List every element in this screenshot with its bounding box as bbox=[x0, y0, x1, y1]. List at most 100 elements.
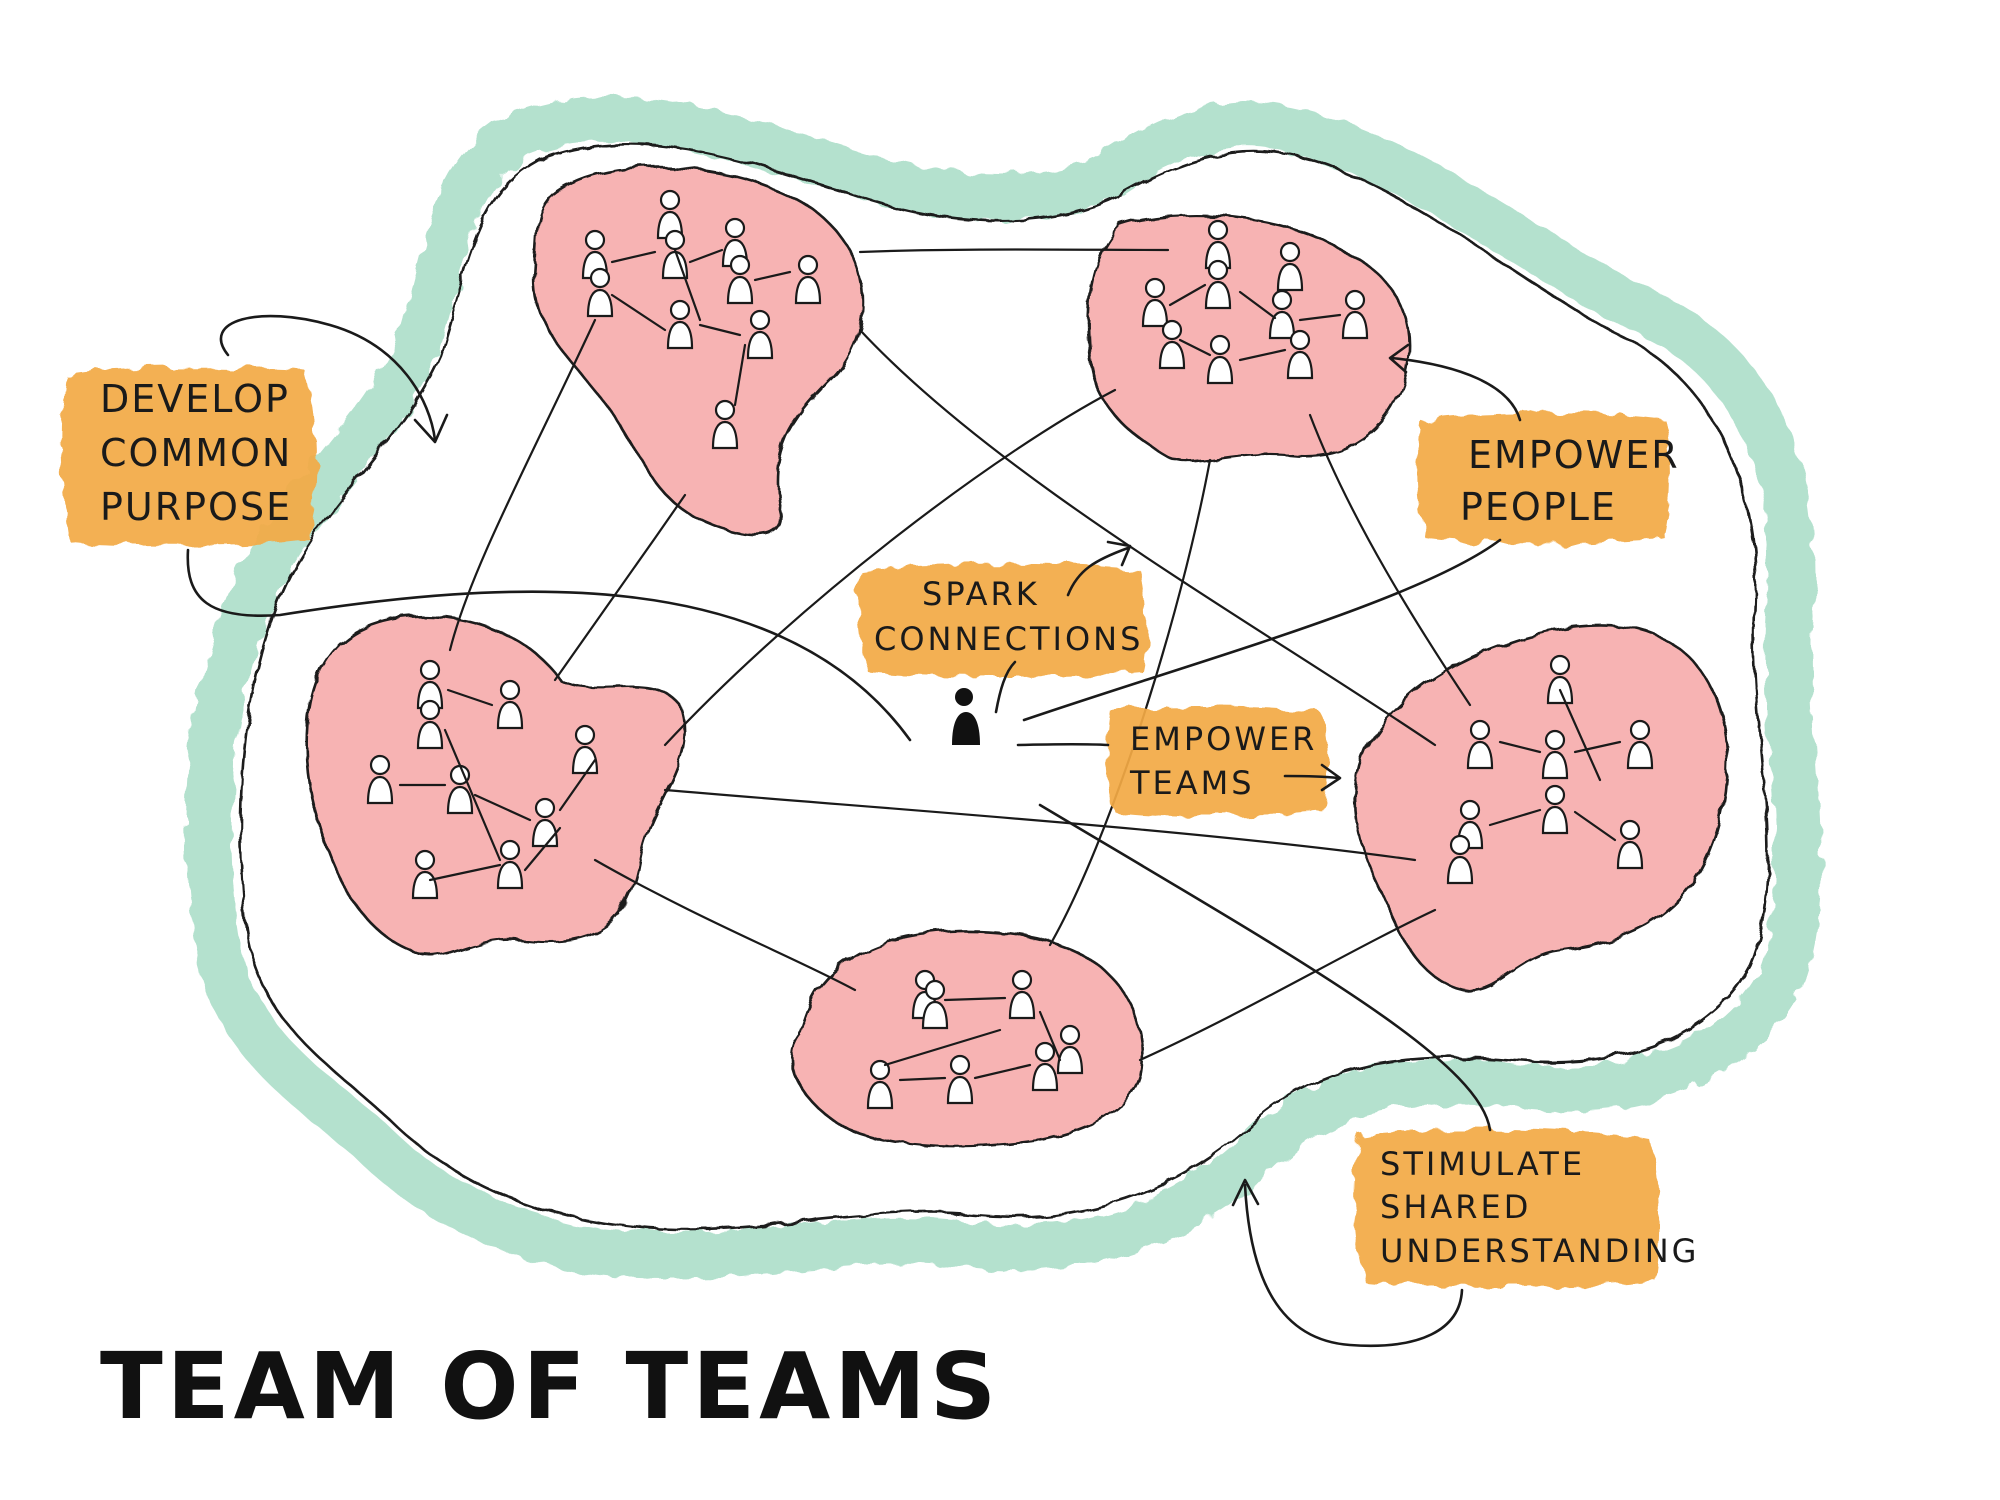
develop-leader-line bbox=[186, 548, 912, 742]
person-link bbox=[1488, 808, 1542, 827]
sticky-note bbox=[60, 366, 317, 547]
connection-line bbox=[663, 388, 1117, 747]
leader-body bbox=[952, 712, 980, 745]
person-link bbox=[673, 248, 702, 322]
person-link bbox=[883, 1028, 1002, 1067]
sticky-develop: DEVELOP COMMON PURPOSE bbox=[60, 366, 317, 547]
person-icon bbox=[531, 797, 559, 848]
person-link bbox=[443, 728, 502, 862]
person-link bbox=[973, 1063, 1032, 1080]
sticky-note bbox=[1416, 413, 1672, 544]
spark-line-1: SPARK bbox=[922, 575, 1040, 613]
person-icon bbox=[416, 659, 444, 710]
person-link bbox=[1238, 290, 1277, 320]
team-blob bbox=[533, 165, 864, 537]
person-icon bbox=[726, 254, 754, 305]
spark-arrowhead bbox=[1106, 540, 1132, 567]
person-icon bbox=[711, 399, 739, 450]
stimulate-arrow bbox=[1243, 1183, 1464, 1348]
person-link bbox=[446, 688, 494, 707]
person-icon bbox=[586, 267, 614, 318]
develop-arrowhead bbox=[413, 413, 449, 444]
connection-line bbox=[1308, 413, 1472, 707]
empower-people-arrow bbox=[1390, 356, 1522, 422]
stimulate-line-2: SHARED bbox=[1380, 1188, 1531, 1226]
person-link bbox=[523, 826, 562, 872]
person-icon bbox=[496, 839, 524, 890]
person-icon bbox=[1031, 1041, 1059, 1092]
annotation-arrows bbox=[186, 314, 1522, 1348]
empower-teams-arrow bbox=[1283, 774, 1340, 780]
leader-figure bbox=[952, 688, 980, 745]
team-top-right bbox=[1086, 213, 1411, 464]
person-link bbox=[1573, 810, 1617, 842]
empower-people-line-2: PEOPLE bbox=[1460, 485, 1617, 529]
person-link bbox=[1558, 688, 1602, 782]
person-icon bbox=[1341, 289, 1369, 340]
person-icon bbox=[1158, 319, 1186, 370]
team-right bbox=[1354, 624, 1729, 992]
sticky-stimulate: STIMULATE SHARED UNDERSTANDING bbox=[1353, 1129, 1696, 1287]
spark-leader-line bbox=[994, 660, 1017, 714]
develop-line-3: PURPOSE bbox=[100, 485, 292, 529]
person-link bbox=[753, 270, 792, 282]
person-icon bbox=[1616, 819, 1644, 870]
person-link bbox=[698, 323, 742, 337]
develop-arrow bbox=[219, 314, 437, 442]
person-icon bbox=[446, 764, 474, 815]
person-link bbox=[1573, 740, 1622, 754]
person-icon bbox=[866, 1059, 894, 1110]
person-icon bbox=[366, 754, 394, 805]
person-icon bbox=[1204, 219, 1232, 270]
develop-line-2: COMMON bbox=[100, 431, 292, 475]
person-link bbox=[558, 758, 597, 812]
person-link bbox=[1298, 313, 1342, 322]
connection-line bbox=[858, 248, 1170, 254]
team-left bbox=[305, 614, 686, 958]
person-icon bbox=[1276, 241, 1304, 292]
person-link bbox=[1178, 338, 1212, 357]
spark-line-2: CONNECTIONS bbox=[874, 620, 1143, 658]
person-icon bbox=[1541, 729, 1569, 780]
empower-people-line-1: EMPOWER bbox=[1468, 433, 1680, 477]
person-icon bbox=[496, 679, 524, 730]
person-link bbox=[473, 793, 532, 822]
person-link bbox=[1038, 1010, 1062, 1062]
person-link bbox=[898, 1076, 947, 1082]
person-icon bbox=[1446, 834, 1474, 885]
environment-boundary bbox=[185, 96, 1822, 1279]
team-blob bbox=[1086, 213, 1411, 464]
sticky-note bbox=[1106, 706, 1328, 817]
connection-line bbox=[448, 318, 597, 652]
leader-head bbox=[955, 688, 973, 706]
team-blob bbox=[305, 614, 686, 958]
team-top-left bbox=[533, 165, 864, 537]
person-link bbox=[1238, 348, 1287, 362]
person-link bbox=[688, 248, 724, 264]
sticky-note bbox=[858, 563, 1147, 677]
person-icon bbox=[1466, 719, 1494, 770]
spark-arrow bbox=[1066, 546, 1130, 597]
person-icon bbox=[666, 299, 694, 350]
empower-people-arrowhead bbox=[1388, 343, 1410, 374]
person-icon bbox=[1456, 799, 1484, 850]
empower-teams-arrowhead bbox=[1320, 763, 1342, 792]
person-icon bbox=[1056, 1024, 1084, 1075]
environment-wash bbox=[185, 96, 1822, 1279]
empower-people-leader-line bbox=[1022, 538, 1502, 722]
empower-teams-line-2: TEAMS bbox=[1129, 764, 1255, 802]
empower-teams-line-1: EMPOWER bbox=[1130, 720, 1317, 758]
people-group bbox=[366, 189, 1654, 1110]
connection-line bbox=[1138, 908, 1437, 1062]
person-icon bbox=[1286, 329, 1314, 380]
person-icon bbox=[1008, 969, 1036, 1020]
sticky-empower-people: EMPOWER PEOPLE bbox=[1416, 413, 1680, 544]
person-icon bbox=[1626, 719, 1654, 770]
person-icon bbox=[416, 699, 444, 750]
sticky-empower-teams: EMPOWER TEAMS bbox=[1106, 706, 1328, 817]
stimulate-line-1: STIMULATE bbox=[1380, 1145, 1585, 1183]
person-icon bbox=[921, 979, 949, 1030]
connection-line bbox=[663, 788, 1417, 862]
environment-outline-inner bbox=[239, 143, 1770, 1231]
